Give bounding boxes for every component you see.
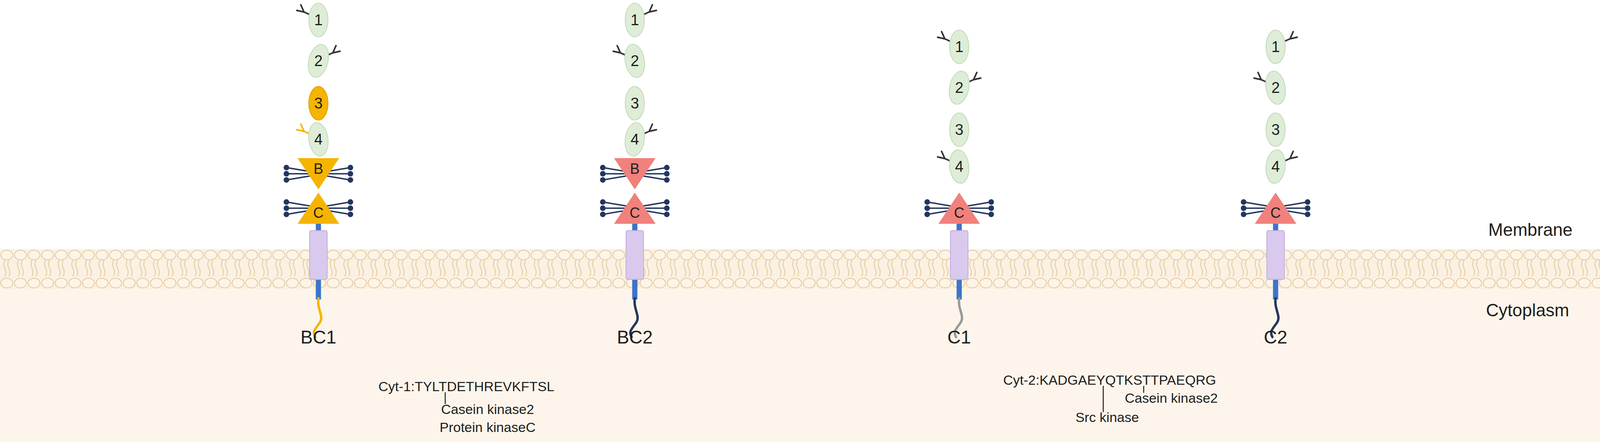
domain-number: 1	[954, 39, 964, 55]
domain-ellipse: 3	[949, 112, 970, 147]
protein-name: C2	[1264, 327, 1288, 347]
domain-number: 2	[630, 53, 639, 69]
domain-ellipse: 4	[308, 122, 329, 157]
kinase-label: Casein kinase2	[1124, 390, 1218, 406]
domain-number: 4	[314, 131, 323, 147]
domain-number: 3	[954, 122, 964, 138]
domain-number: 1	[630, 12, 639, 28]
site-tick	[444, 392, 446, 404]
domain-ellipse: 2	[308, 43, 329, 78]
protein-backbone	[283, 4, 354, 337]
site-tick	[1143, 385, 1145, 393]
domain-triangle: B	[297, 158, 340, 190]
protein-backbone	[924, 31, 994, 337]
domain-ellipse: 4	[1265, 149, 1286, 184]
domain-ellipse: 3	[624, 86, 645, 121]
domain-ellipse: 1	[308, 2, 329, 38]
domain-ellipse: 4	[949, 149, 970, 184]
cytoplasm-region	[0, 288, 1600, 442]
domain-ellipse: 2	[624, 43, 645, 78]
kinase-label: Casein kinase2	[441, 402, 534, 417]
protein-name: BC1	[300, 327, 336, 347]
protein-backbone	[600, 4, 670, 337]
domain-triangle: C	[1254, 192, 1297, 224]
side-label: Cytoplasm	[1486, 300, 1570, 320]
domain-triangle: C	[614, 192, 656, 224]
domain-ellipse: 2	[949, 70, 970, 105]
domain-ellipse: 4	[624, 122, 645, 157]
kinase-label: Src kinase	[1075, 410, 1140, 425]
protein-name: C1	[947, 327, 972, 347]
domain-letter: B	[313, 161, 324, 176]
domain-number: 3	[1271, 122, 1280, 138]
domain-number: 2	[954, 80, 964, 96]
domain-letter: C	[954, 205, 965, 220]
lipid-bilayer	[0, 250, 1600, 288]
domain-number: 1	[1271, 39, 1280, 55]
site-tick	[1102, 385, 1104, 412]
domain-ellipse: 3	[1265, 112, 1286, 147]
domain-ellipse: 3	[308, 86, 329, 121]
domain-letter: C	[1270, 205, 1281, 220]
domain-ellipse: 1	[1265, 29, 1286, 64]
domain-number: 2	[1271, 80, 1280, 96]
domain-number: 3	[314, 95, 323, 111]
domain-number: 4	[954, 158, 964, 174]
domain-ellipse: 1	[624, 2, 645, 38]
domain-ellipse: 1	[949, 29, 970, 64]
membrane-band	[0, 248, 1600, 289]
domain-letter: B	[630, 161, 640, 176]
domain-number: 1	[314, 12, 323, 28]
domain-number: 4	[1271, 158, 1280, 174]
kinase-label: Protein kinaseC	[439, 420, 536, 435]
domain-number: 3	[630, 95, 639, 111]
domain-letter: C	[629, 205, 640, 220]
domain-number: 2	[314, 53, 323, 69]
protein-backbone	[1240, 31, 1311, 337]
domain-number: 4	[630, 131, 639, 147]
sequence-label: Cyt-2:KADGAEYQTKSTTPAEQRG	[1003, 372, 1216, 388]
domain-ellipse: 2	[1265, 70, 1286, 105]
domain-letter: C	[313, 205, 324, 220]
sequence-label: Cyt-1:TYLTDETHREVKFTSL	[378, 379, 555, 394]
domain-triangle: C	[938, 192, 980, 224]
domain-triangle: B	[614, 158, 656, 190]
protein-name: BC2	[616, 327, 653, 347]
side-label: Membrane	[1488, 220, 1573, 239]
domain-triangle: C	[297, 192, 340, 224]
